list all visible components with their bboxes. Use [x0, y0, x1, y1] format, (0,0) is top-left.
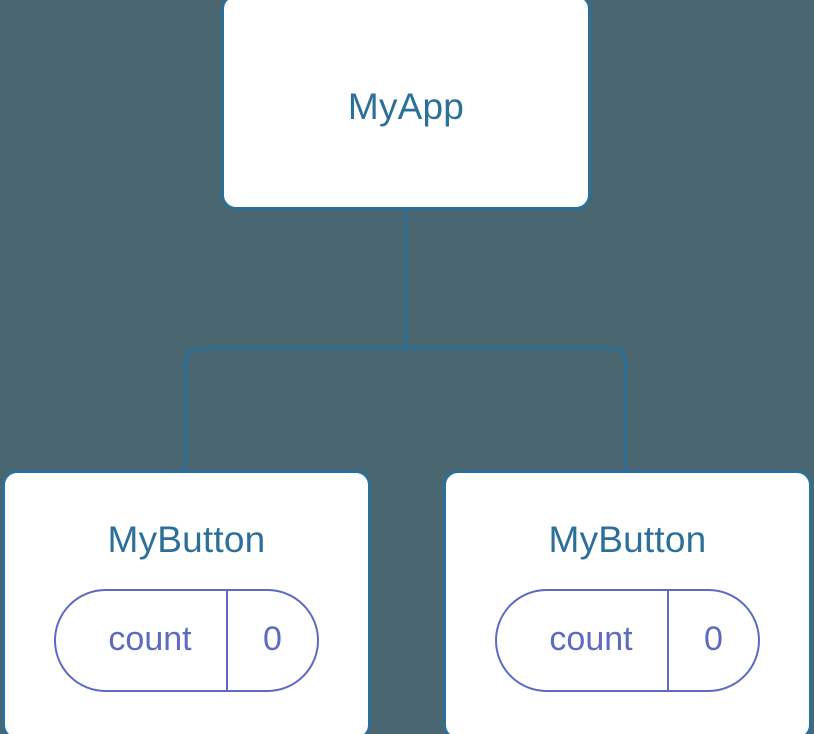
node-mybutton-2[interactable]: MyButton count 0 [443, 470, 812, 734]
state-pill-value-1-text: 0 [263, 619, 282, 658]
state-pill-count-2[interactable]: count 0 [495, 589, 760, 692]
state-pill-value-2: 0 [669, 591, 758, 690]
state-pill-count-1[interactable]: count 0 [54, 589, 319, 692]
node-mybutton-2-label: MyButton [548, 519, 707, 560]
node-mybutton-1-label: MyButton [107, 519, 266, 560]
state-pill-key-2-text: count [549, 619, 633, 658]
state-pill-value-2-text: 0 [704, 619, 723, 658]
connector-bar-to-left-child [184, 347, 406, 472]
node-mybutton-1[interactable]: MyButton count 0 [2, 470, 371, 734]
connector-bar-to-right-child [405, 347, 627, 472]
node-myapp-label: MyApp [347, 85, 465, 127]
state-pill-key-2: count [497, 591, 669, 690]
state-pill-key-1-text: count [108, 619, 192, 658]
state-pill-key-1: count [56, 591, 228, 690]
node-myapp[interactable]: MyApp [221, 0, 591, 210]
state-pill-value-1: 0 [228, 591, 317, 690]
